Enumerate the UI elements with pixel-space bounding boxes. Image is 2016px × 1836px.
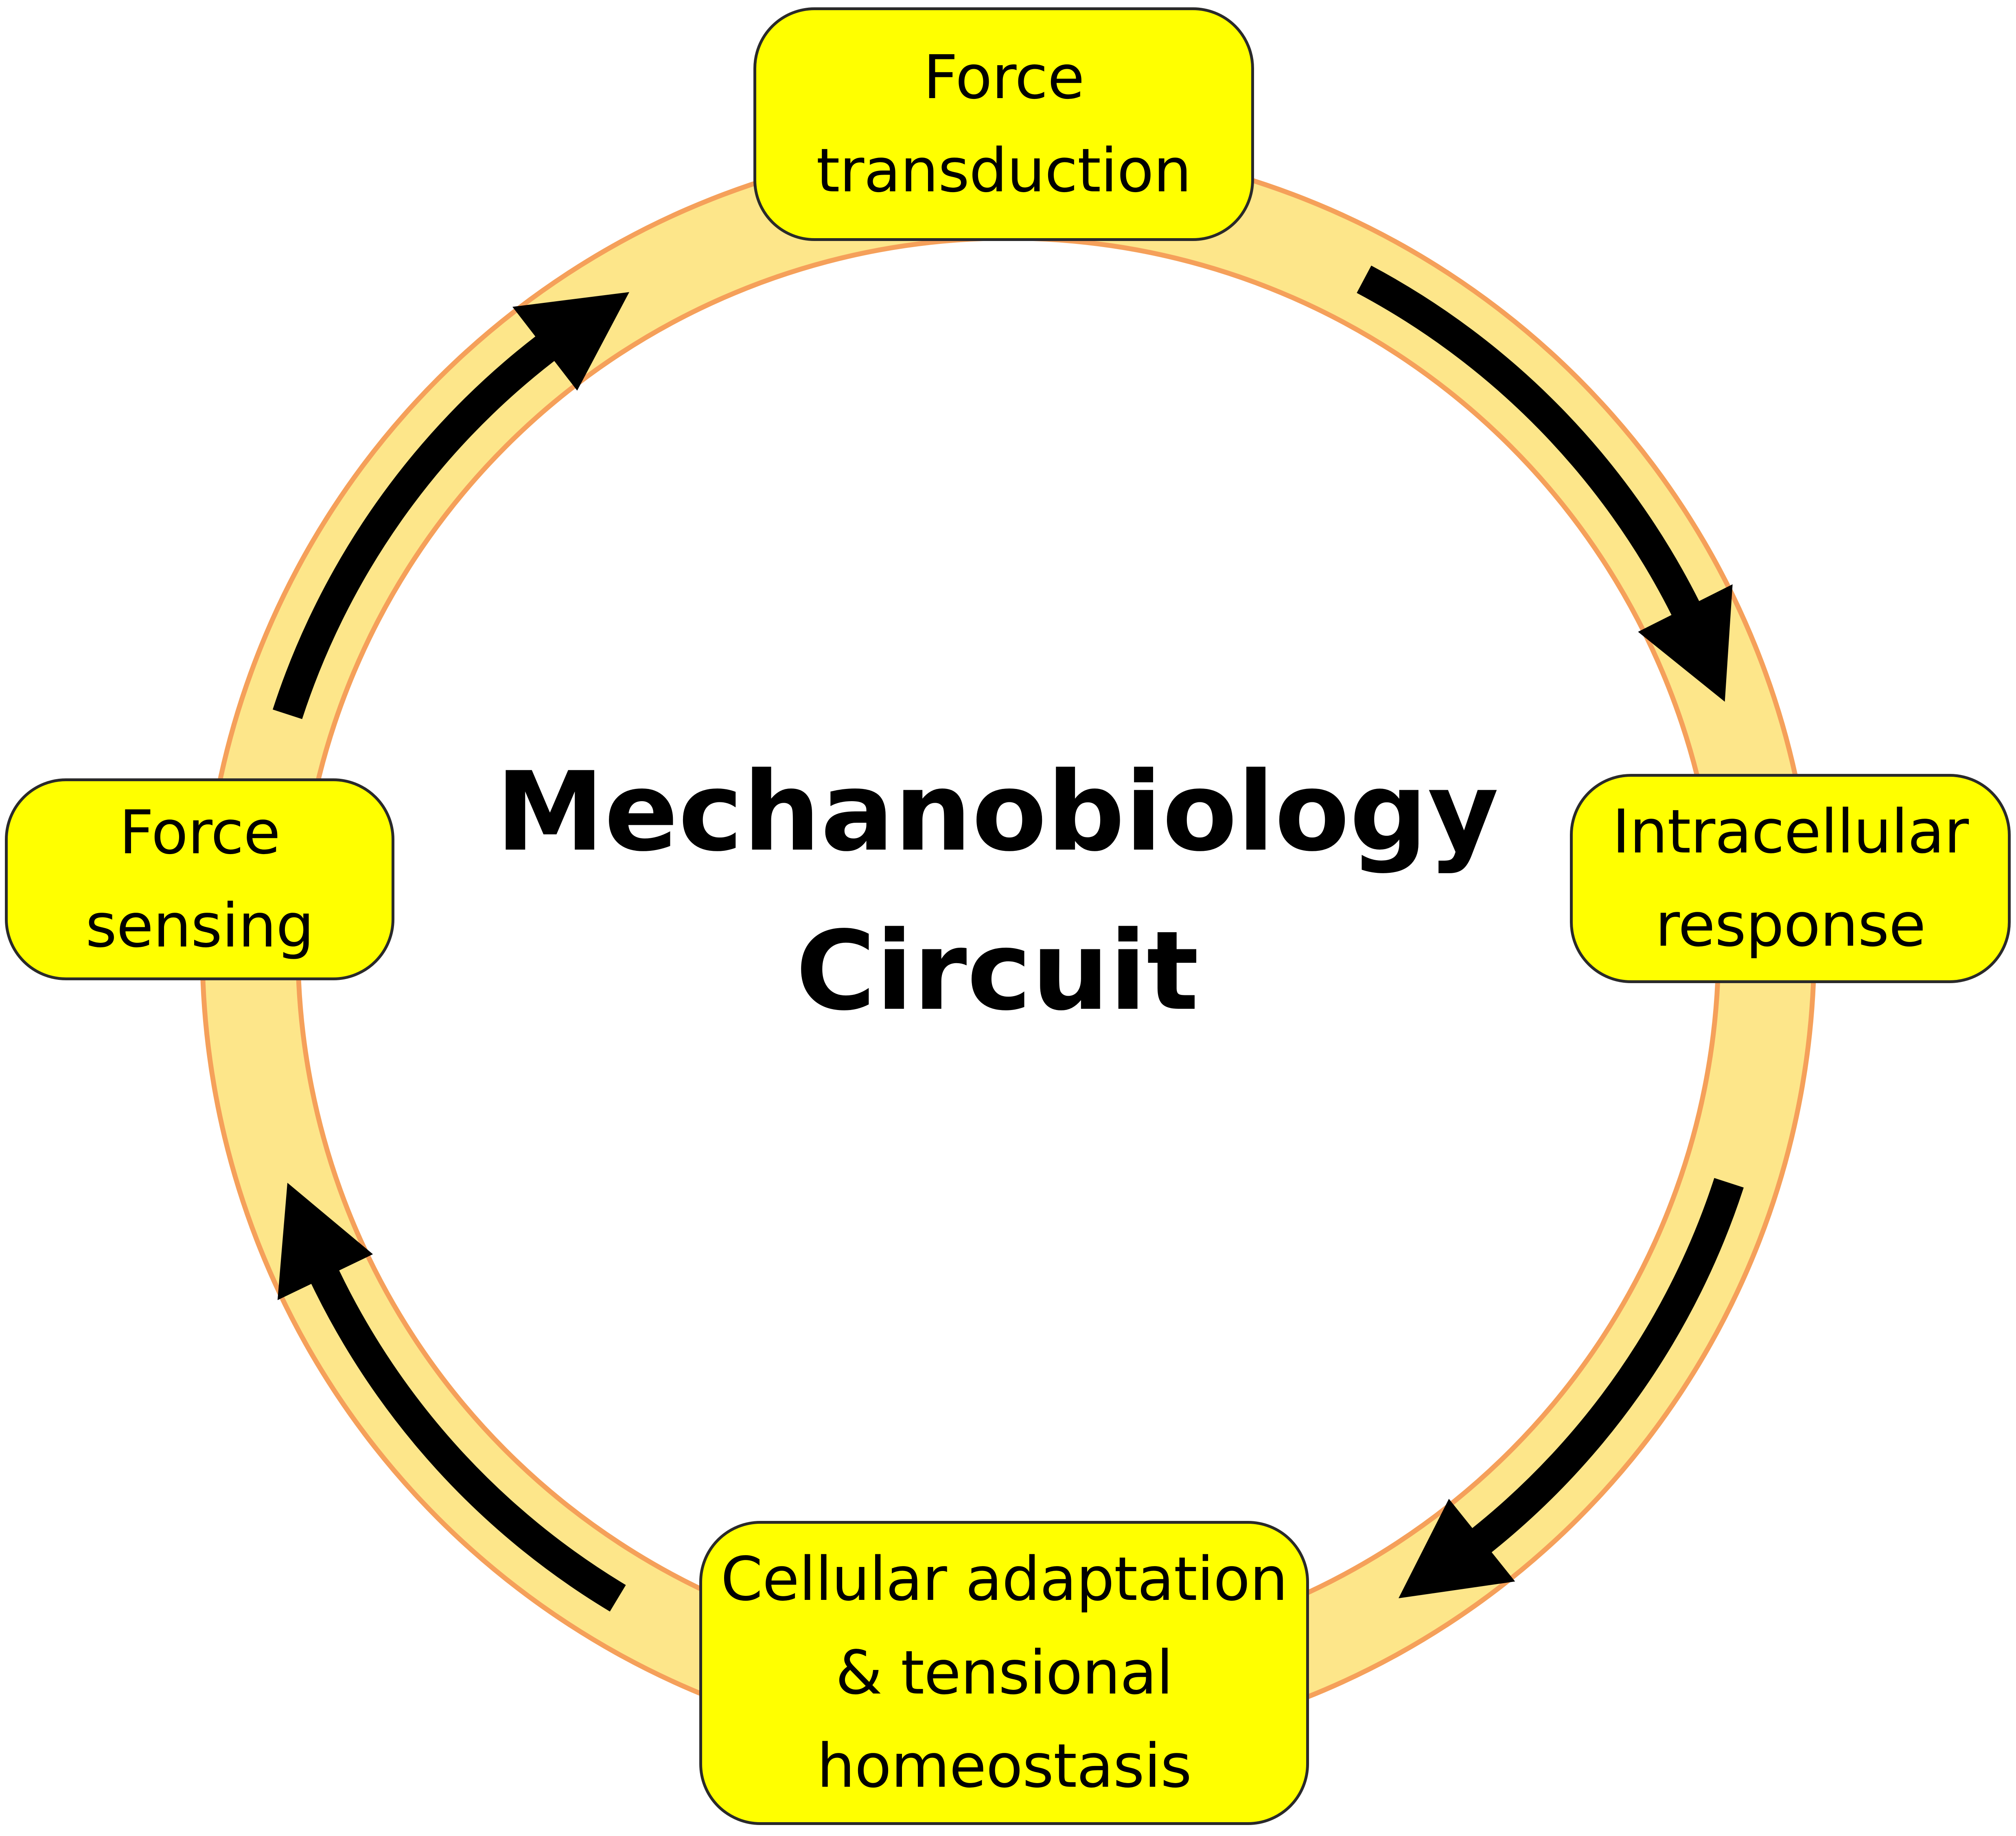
- stage-box-cellular-adaptation: Cellular adaptation & tensional homeosta…: [699, 1521, 1309, 1825]
- stage-label-line3: homeostasis: [816, 1731, 1192, 1801]
- stage-label-line2: sensing: [85, 891, 314, 961]
- arrow-sensing-to-transduction: [273, 292, 629, 719]
- arrow-intracellular-to-adaptation: [1399, 1178, 1744, 1598]
- stage-box-force-sensing: Force sensing: [5, 778, 394, 980]
- stage-label-line1: Force: [923, 42, 1084, 112]
- arrow-transduction-to-intracellular: [1357, 265, 1733, 702]
- diagram-title: Mechanobiology Circuit: [407, 733, 1587, 1052]
- arrow-adaptation-to-sensing: [277, 1183, 626, 1612]
- stage-label-line1: Intracellular: [1612, 796, 1969, 867]
- title-line-2: Circuit: [795, 908, 1199, 1035]
- stage-label-line2: response: [1655, 890, 1926, 960]
- stage-label-line1: Cellular adaptation: [720, 1544, 1288, 1615]
- stage-label-line2: transduction: [816, 136, 1191, 206]
- title-line-1: Mechanobiology: [495, 749, 1499, 876]
- stage-box-force-transduction: Force transduction: [753, 7, 1254, 241]
- stage-box-intracellular-response: Intracellular response: [1570, 774, 2011, 983]
- stage-label-line1: Force: [119, 797, 280, 868]
- stage-label-line2: & tensional: [835, 1637, 1173, 1708]
- cycle-arrows: [273, 265, 1744, 1612]
